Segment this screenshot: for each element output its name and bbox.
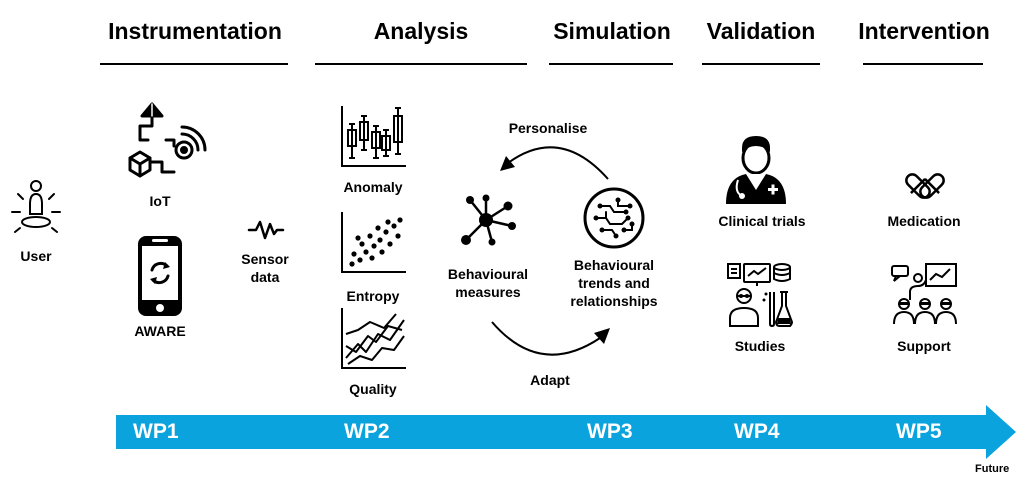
iot-icon: [128, 102, 207, 178]
scatter-chart-icon: [341, 212, 406, 273]
iot-label: IoT: [149, 193, 171, 209]
pulse-icon: [247, 220, 285, 240]
behavioural-measures-label-line1: Behavioural: [447, 266, 529, 282]
wp3-label: WP3: [587, 420, 633, 443]
aware-label: AWARE: [134, 323, 186, 339]
line-chart-icon: [341, 308, 406, 369]
sensor-data-label-line2: data: [250, 269, 280, 285]
phase-simulation: Simulation: [553, 18, 671, 44]
anomaly-label: Anomaly: [343, 179, 403, 195]
trends-label-line2: trends and: [578, 275, 650, 291]
support-group-icon: [891, 263, 957, 325]
trends-label-line1: Behavioural: [573, 257, 655, 273]
adapt-label: Adapt: [530, 372, 570, 388]
user-label: User: [20, 248, 52, 264]
entropy-label: Entropy: [346, 288, 400, 304]
wp2-label: WP2: [344, 420, 390, 443]
adapt-arrow: [491, 321, 610, 356]
wp5-label: WP5: [896, 420, 942, 443]
future-label: Future: [975, 463, 1010, 475]
medication-pills-icon: [905, 173, 945, 199]
behavioural-measures-label-line2: measures: [455, 284, 521, 300]
quality-label: Quality: [349, 381, 397, 397]
circuit-brain-icon: [583, 187, 645, 249]
medication-label: Medication: [887, 213, 961, 229]
studies-lab-icon: [727, 263, 794, 328]
phase-underline: [100, 63, 288, 65]
doctor-icon: [726, 136, 786, 204]
support-label: Support: [897, 338, 951, 354]
phase-underline: [863, 63, 983, 65]
phase-underline: [549, 63, 673, 65]
clinical-trials-label: Clinical trials: [718, 213, 806, 229]
user-icon: [11, 180, 61, 233]
personalise-label: Personalise: [508, 120, 588, 136]
sensor-data-label-line1: Sensor: [241, 251, 289, 267]
trends-label-line3: relationships: [570, 293, 658, 309]
phase-underline: [315, 63, 527, 65]
boxplot-chart-icon: [341, 106, 406, 167]
phase-underline: [702, 63, 820, 65]
personalise-arrow: [500, 146, 609, 180]
smartphone-icon: [138, 236, 182, 316]
wp4-label: WP4: [734, 420, 780, 443]
studies-label: Studies: [734, 338, 786, 354]
phase-analysis: Analysis: [373, 18, 469, 44]
phase-instrumentation: Instrumentation: [108, 18, 282, 44]
network-measures-icon: [461, 194, 516, 246]
phase-validation: Validation: [706, 18, 816, 44]
phase-intervention: Intervention: [858, 18, 990, 44]
wp1-label: WP1: [133, 420, 179, 443]
